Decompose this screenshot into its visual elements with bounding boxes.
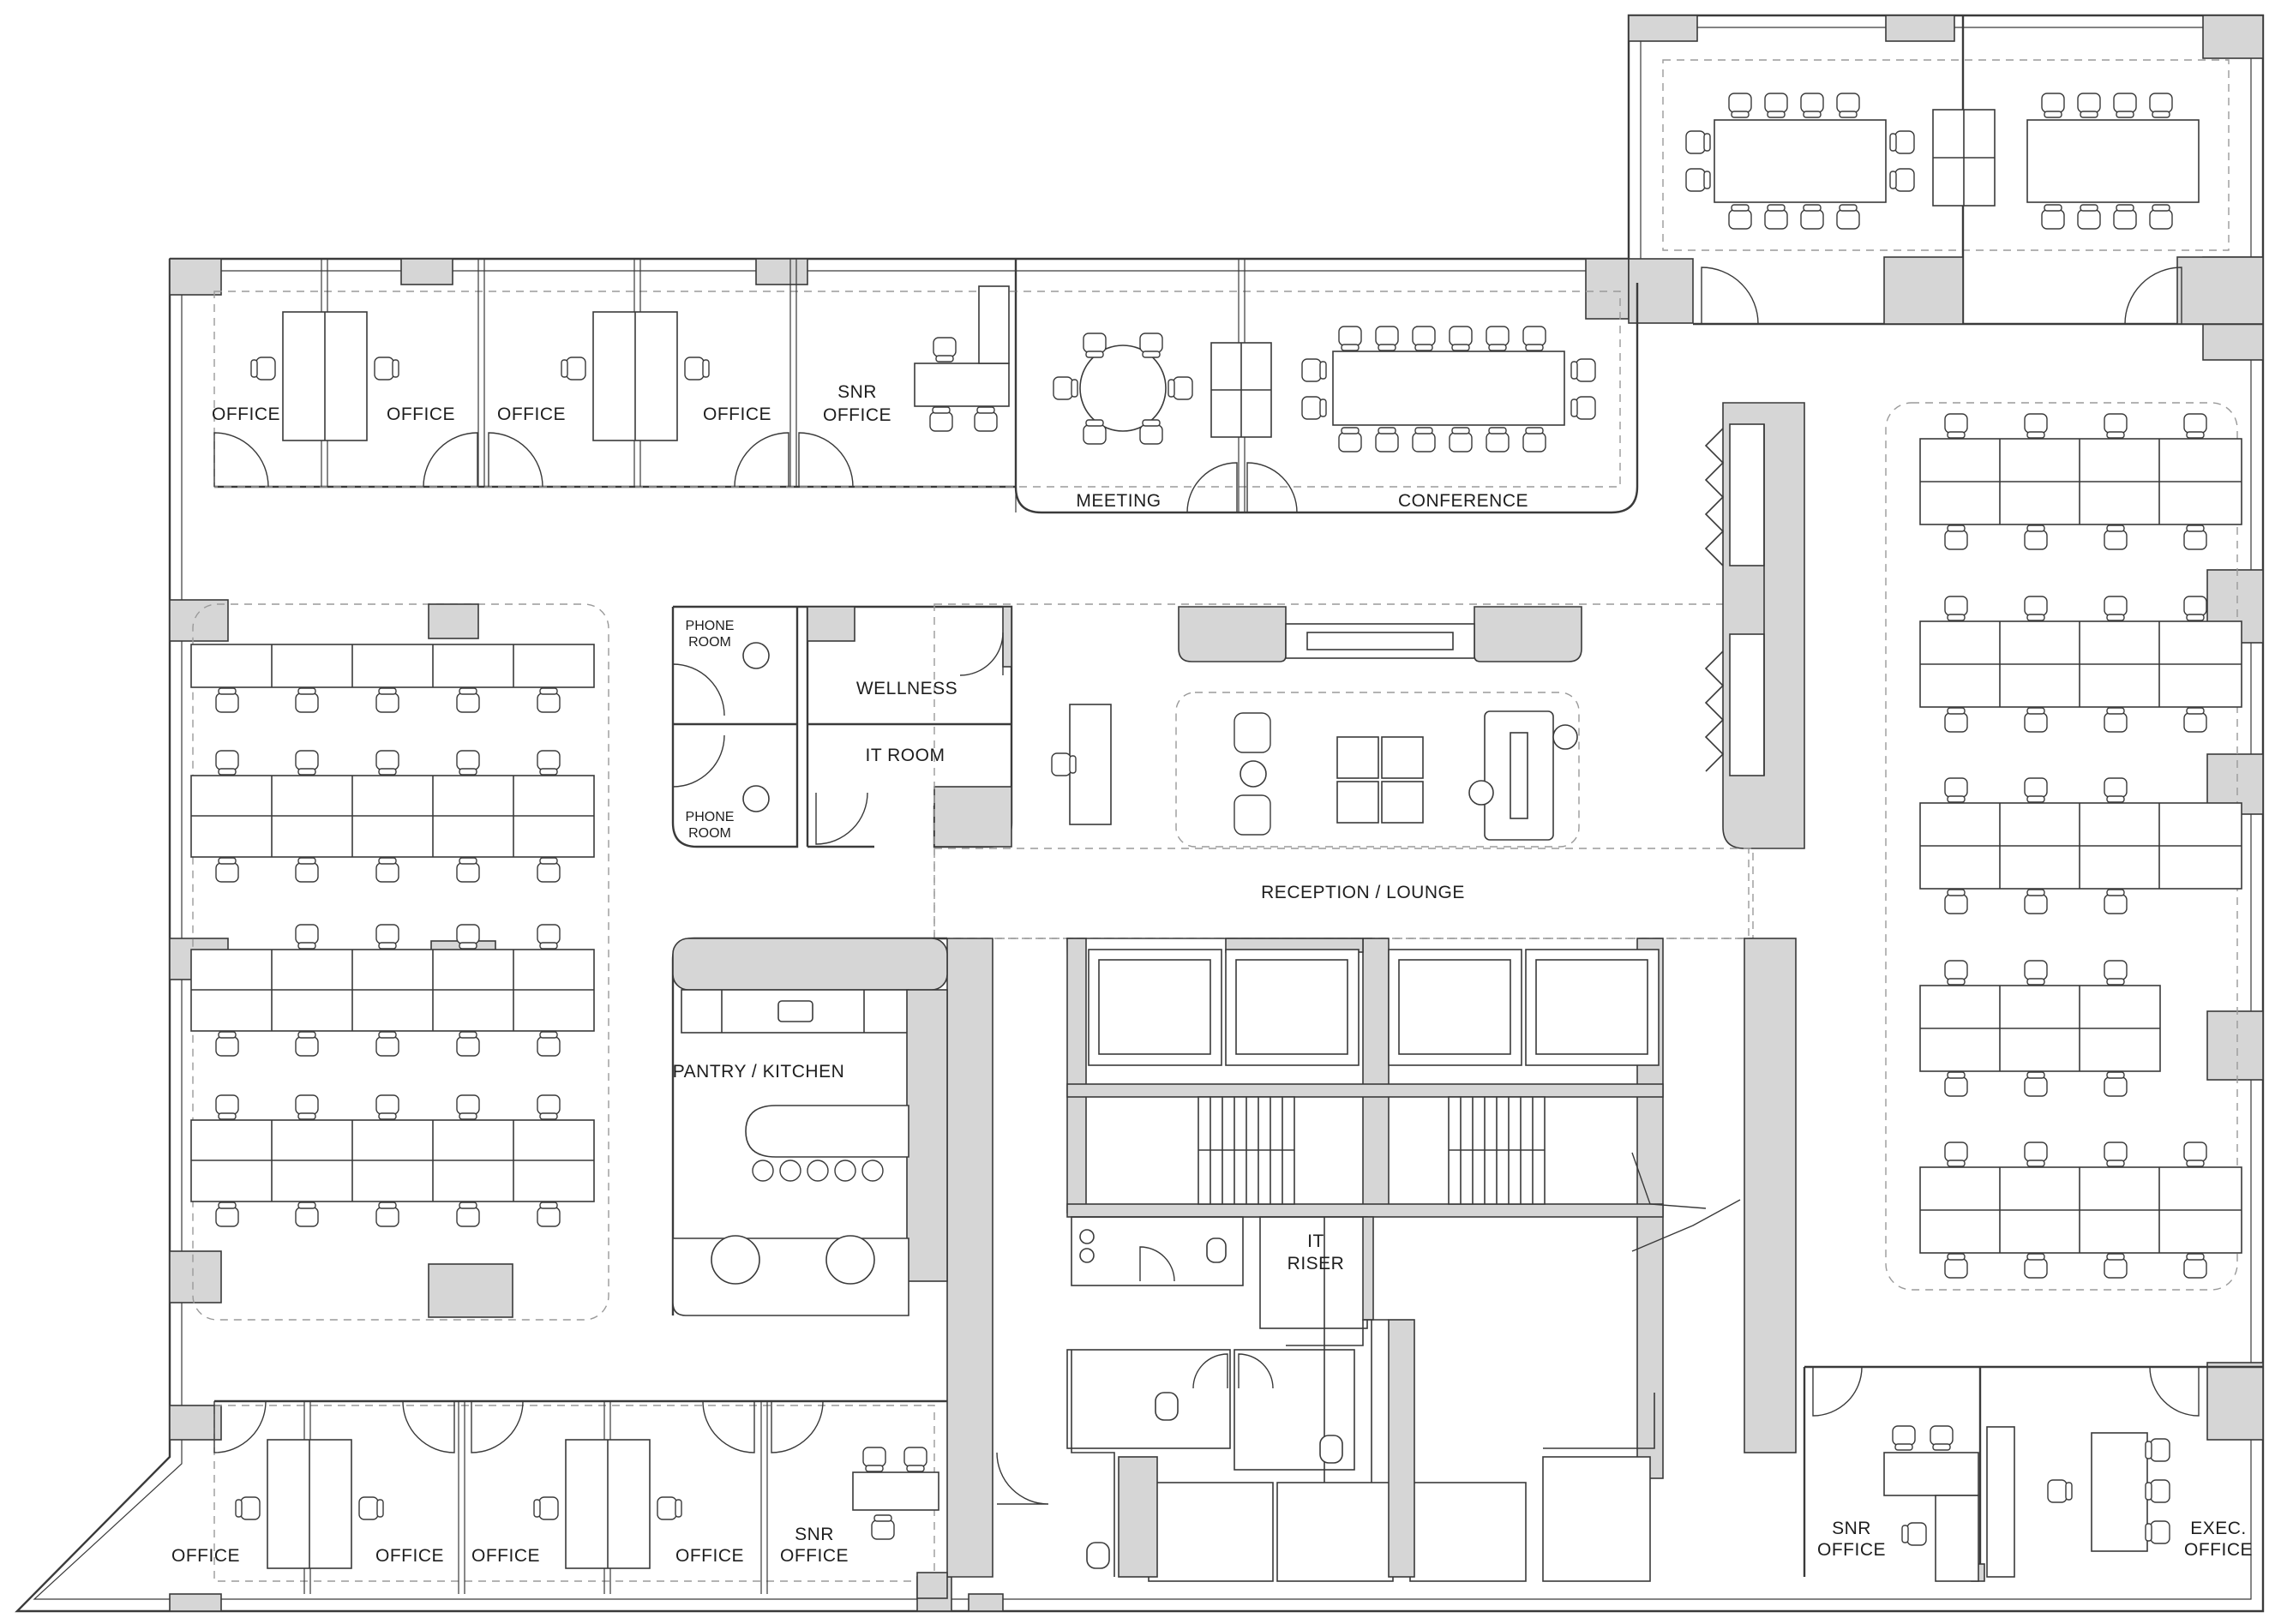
support-rooms-block	[671, 605, 1013, 848]
label-office-2: OFFICE	[387, 405, 455, 424]
label-reception: RECEPTION / LOUNGE	[1261, 883, 1465, 902]
bottom-office-row	[213, 1399, 948, 1599]
bottom-right-offices	[1803, 1365, 2263, 1582]
label-office-8: OFFICE	[675, 1546, 744, 1566]
right-open-workstations	[1885, 402, 2242, 1291]
room-labels: OFFICE OFFICE OFFICE OFFICE SNR OFFICE M…	[171, 382, 2253, 1566]
label-conference: CONFERENCE	[1398, 491, 1528, 511]
label-phone-room-bottom-1: PHONE	[686, 810, 735, 824]
label-snr-office-right-1: SNR	[1832, 1519, 1871, 1538]
label-office-7: OFFICE	[471, 1546, 540, 1566]
label-office-4: OFFICE	[703, 405, 771, 424]
label-snr-office-right-2: OFFICE	[1817, 1540, 1886, 1560]
pantry-kitchen	[671, 937, 948, 1316]
label-office-3: OFFICE	[497, 405, 566, 424]
label-meeting: MEETING	[1076, 491, 1161, 511]
label-it-riser-2: RISER	[1288, 1254, 1345, 1273]
top-right-meeting-rooms	[1662, 15, 2264, 326]
top-office-row	[213, 259, 1639, 514]
label-snr-office-top-2: OFFICE	[823, 405, 891, 425]
label-office-5: OFFICE	[171, 1546, 240, 1566]
label-wellness: WELLNESS	[856, 679, 957, 698]
label-exec-office-1: EXEC.	[2190, 1519, 2247, 1538]
stairs-left	[1198, 1096, 1295, 1205]
label-office-6: OFFICE	[375, 1546, 444, 1566]
label-snr-office-bottom-2: OFFICE	[780, 1546, 849, 1566]
label-phone-room-bottom-2: ROOM	[688, 826, 731, 841]
label-office-1: OFFICE	[212, 405, 280, 424]
label-pantry: PANTRY / KITCHEN	[673, 1062, 845, 1082]
label-it-riser-1: IT	[1307, 1231, 1324, 1251]
label-it-room: IT ROOM	[866, 746, 945, 765]
reception-lounge	[933, 402, 1805, 939]
left-open-workstations	[190, 603, 609, 1321]
label-exec-office-2: OFFICE	[2184, 1540, 2253, 1560]
label-phone-room-top-2: ROOM	[688, 635, 731, 650]
building-core	[946, 938, 1797, 1582]
label-phone-room-top-1: PHONE	[686, 619, 735, 633]
label-snr-office-bottom-1: SNR	[795, 1525, 834, 1544]
stairs-right	[1448, 1096, 1546, 1205]
label-snr-office-top-1: SNR	[837, 382, 877, 402]
